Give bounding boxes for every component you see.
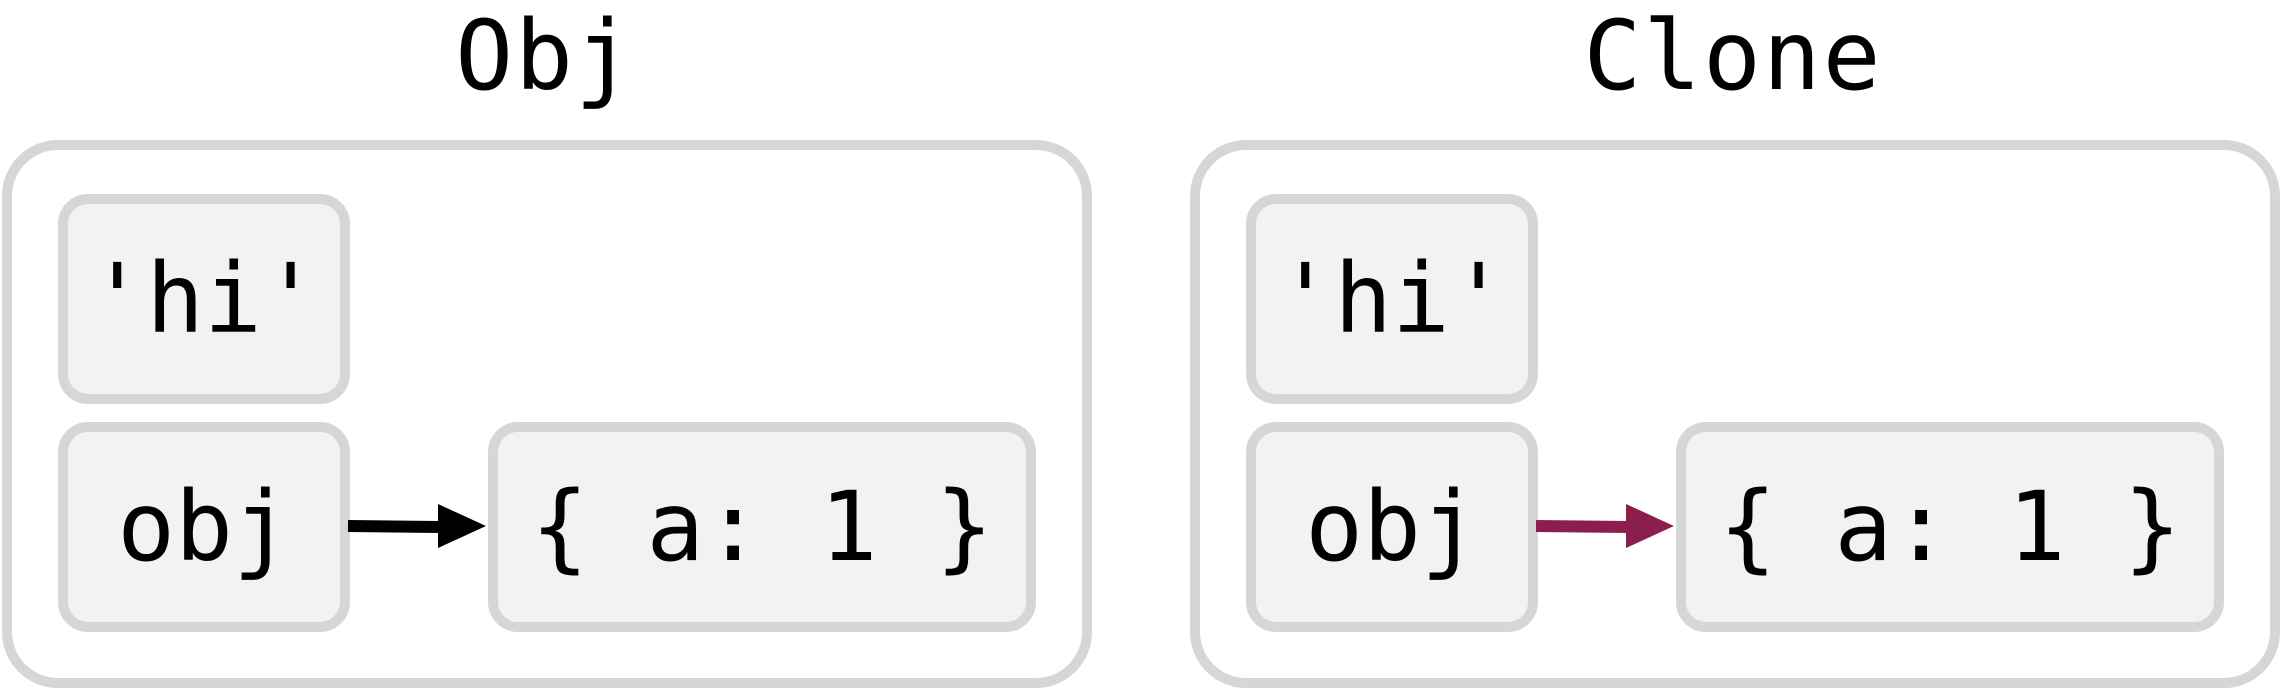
cell-object-value: { a: 1 } xyxy=(488,422,1036,632)
cell-key-obj: obj xyxy=(1246,422,1538,632)
cell-string-hi: 'hi' xyxy=(58,194,350,404)
arrow-line xyxy=(347,520,441,533)
cell-string-hi: 'hi' xyxy=(1246,194,1538,404)
cell-object-value: { a: 1 } xyxy=(1676,422,2224,632)
reference-arrow xyxy=(1535,504,1674,548)
panel-title-clone: Clone xyxy=(1583,0,1883,112)
cell-key-obj: obj xyxy=(58,422,350,632)
arrow-head xyxy=(1626,504,1674,548)
arrow-line xyxy=(1535,520,1629,533)
arrow-head xyxy=(438,504,486,548)
reference-arrow xyxy=(347,504,486,548)
panel-title-obj: Obj xyxy=(455,0,635,112)
